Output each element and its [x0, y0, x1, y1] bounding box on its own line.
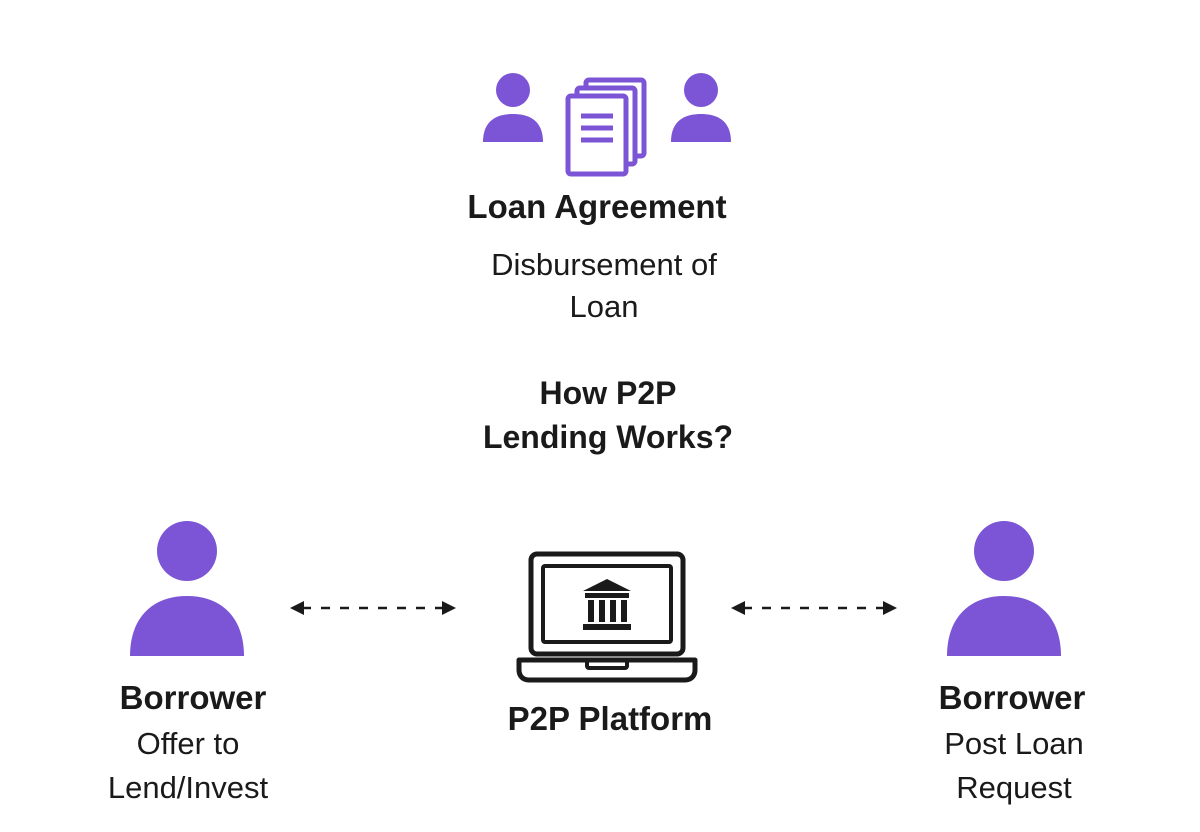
diagram-heading-line1: How P2P — [539, 375, 677, 411]
left-party-subtitle-line1: Offer to — [136, 726, 240, 761]
right-party-title: Borrower — [938, 679, 1086, 716]
left-party-person-icon — [130, 521, 244, 656]
person-icon — [483, 73, 543, 142]
left-double-arrow-icon — [290, 601, 456, 615]
person-icon — [671, 73, 731, 142]
left-party-subtitle-line2: Lend/Invest — [107, 770, 269, 805]
documents-icon — [565, 77, 647, 177]
platform-title: P2P Platform — [507, 700, 713, 737]
right-party-subtitle-line1: Post Loan — [944, 726, 1084, 761]
right-double-arrow-icon — [731, 601, 897, 615]
platform-laptop-bank-icon — [516, 551, 698, 683]
agreement-subtitle-line2: Loan — [569, 289, 639, 324]
agreement-icons — [480, 70, 740, 180]
agreement-subtitle-line1: Disbursement of — [491, 247, 717, 282]
diagram-heading-line2: Lending Works? — [482, 419, 734, 455]
left-party-title: Borrower — [119, 679, 267, 716]
right-party-person-icon — [947, 521, 1061, 656]
agreement-title: Loan Agreement — [467, 188, 727, 225]
right-party-subtitle-line2: Request — [956, 770, 1072, 805]
